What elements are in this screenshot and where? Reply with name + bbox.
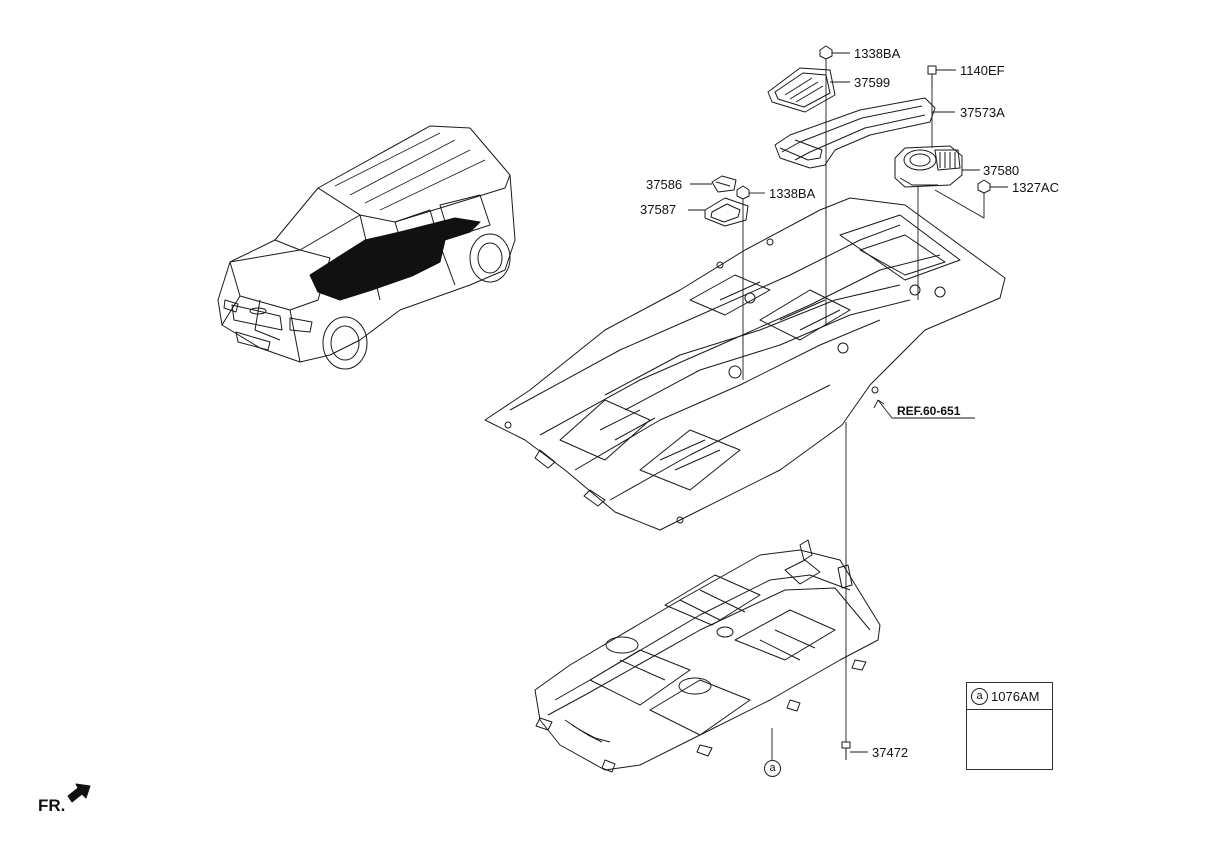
bolt-1140EF [927, 65, 937, 88]
label-1140EF: 1140EF [960, 63, 1005, 78]
reference-label: REF.60-651 [897, 404, 961, 418]
legend-box: a 1076AM [966, 682, 1053, 770]
legend-part-code: 1076AM [991, 689, 1040, 704]
bracket-37587 [704, 197, 749, 227]
leader-lines [688, 52, 1008, 760]
part-37586 [711, 175, 737, 193]
label-37472: 37472 [872, 745, 909, 760]
front-direction-arrow [67, 783, 91, 803]
label-37573A: 37573A [960, 105, 1005, 120]
label-37580: 37580 [983, 163, 1020, 178]
bolt-1338BA-mid [736, 185, 750, 200]
battery-pack [534, 539, 881, 773]
front-direction-label: FR. [38, 796, 66, 815]
fan-37580 [894, 145, 963, 188]
label-37599: 37599 [854, 75, 891, 90]
nut-1327AC [977, 179, 991, 194]
legend-marker: a [971, 688, 988, 705]
label-37586: 37586 [646, 177, 683, 192]
label-37587: 37587 [640, 202, 677, 217]
label-1338BA-top: 1338BA [854, 46, 901, 61]
cover-37599 [767, 67, 836, 113]
legend-header: a 1076AM [967, 683, 1052, 710]
label-1338BA-mid: 1338BA [769, 186, 816, 201]
duct-37573A [774, 97, 936, 169]
floor-pan [484, 197, 1006, 531]
bolt-37472 [841, 741, 851, 760]
callout-a-marker: a [764, 760, 781, 777]
label-1327AC: 1327AC [1012, 180, 1059, 195]
bolt-1338BA-top [819, 45, 833, 60]
vehicle-illustration [217, 125, 516, 370]
